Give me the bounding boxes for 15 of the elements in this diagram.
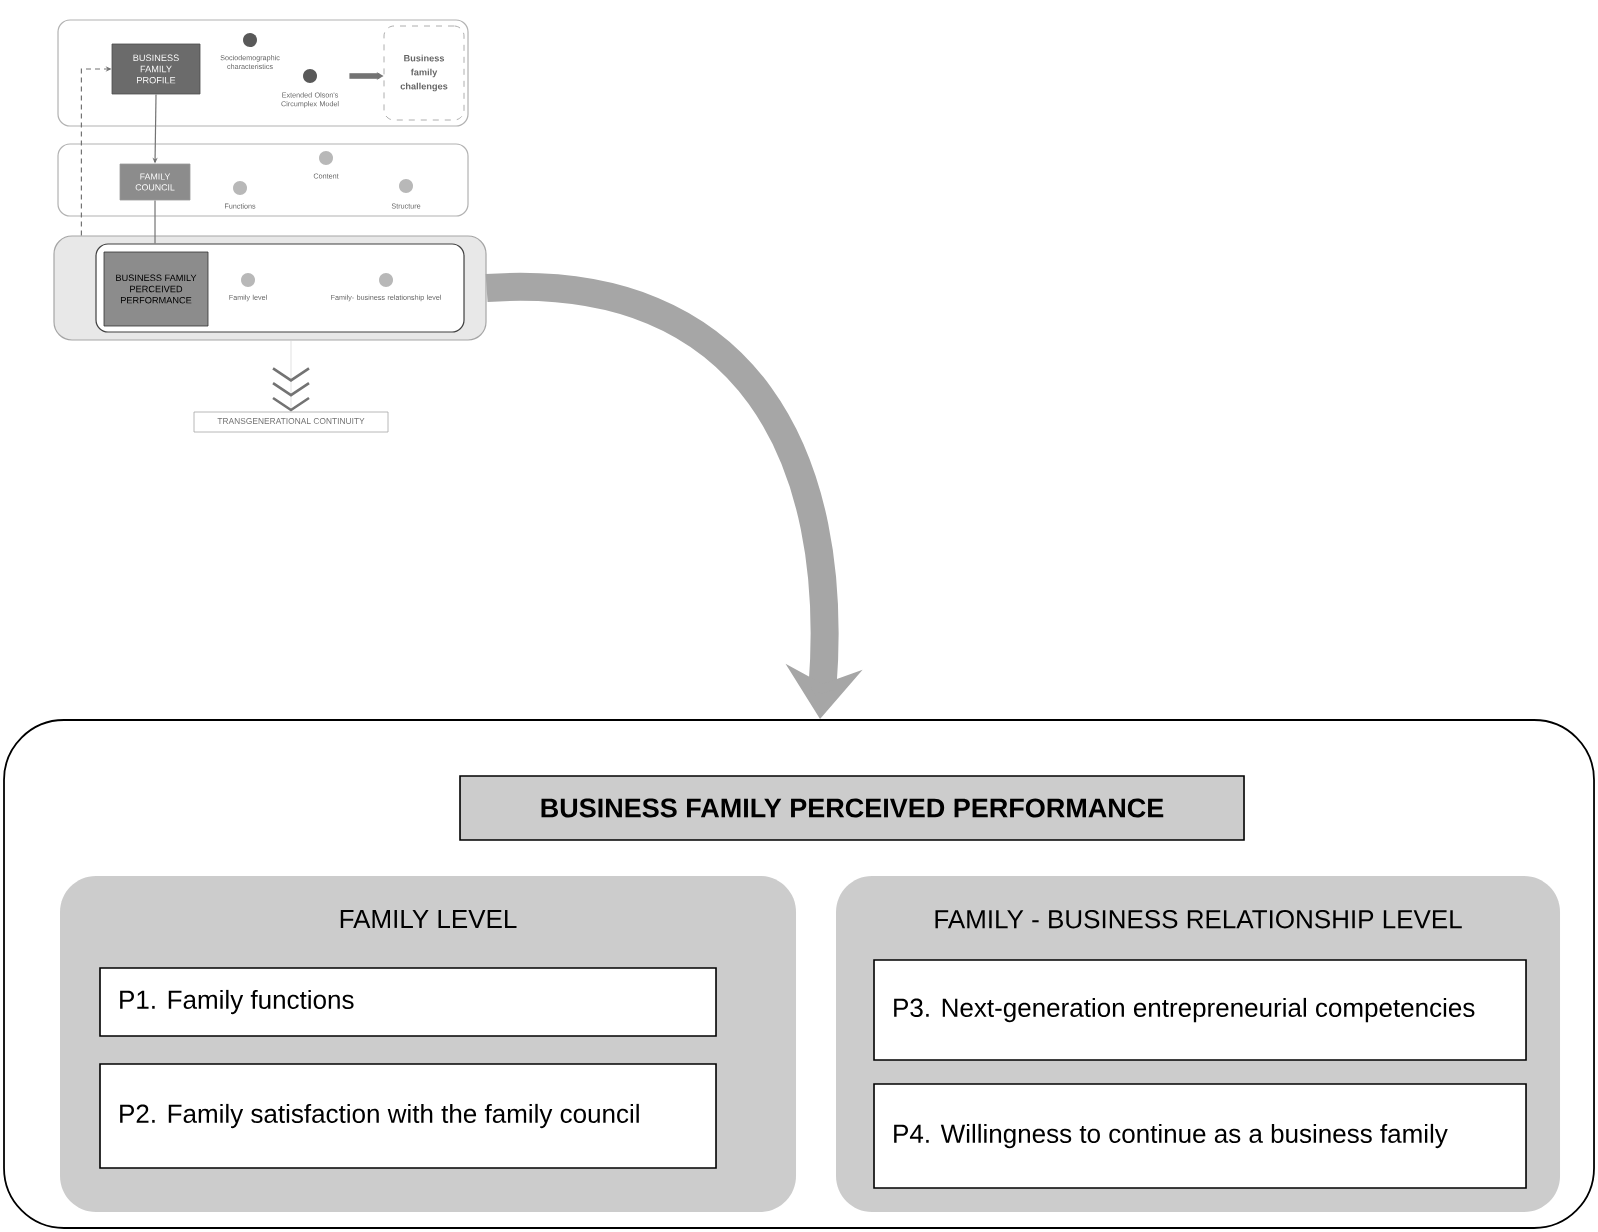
chevron-arrow [272,340,310,412]
proposition-box: P1. Family functions [99,967,717,1037]
dot [243,33,257,47]
dot [379,273,393,287]
proposition-box: P4. Willingness to continue as a business family [873,1083,1527,1189]
dot [303,69,317,83]
connector-line [154,199,156,244]
dot [233,181,247,195]
band-box [57,143,469,217]
dot [319,151,333,165]
dot [241,273,255,287]
proposition-box: P3. Next-generation entrepreneurial competencies [873,959,1527,1061]
proposition-box: P2. Family satisfaction with the family council [99,1063,717,1169]
title-box: BUSINESS FAMILY PERCEIVED PERFORMANCE [459,775,1245,841]
dot [399,179,413,193]
